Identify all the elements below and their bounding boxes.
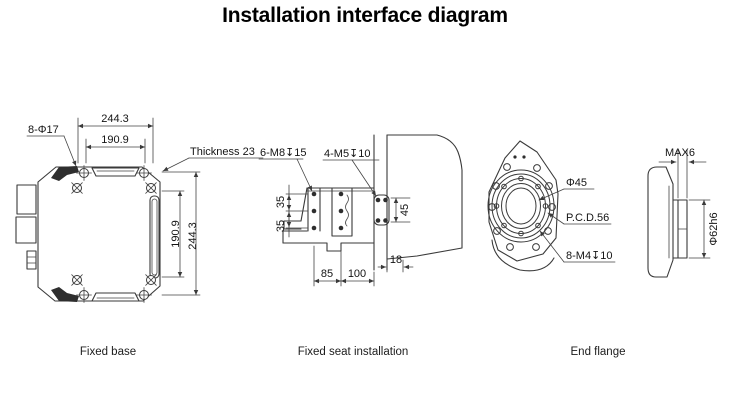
dim-right-outer: 244.3 <box>187 222 199 250</box>
pcd-holes <box>493 175 549 237</box>
dim-100: 100 <box>348 268 366 280</box>
label-6-m8: 6-M8↧15 <box>260 147 307 159</box>
end-flange-side-view: MAX6 Φ62h6 <box>647 147 720 278</box>
dim-35-upper: 35 <box>275 196 287 208</box>
label-4-m5: 4-M5↧10 <box>324 148 371 160</box>
label-8-m4: 8-M4↧10 <box>566 250 613 262</box>
dim-top-inner: 190.9 <box>101 134 129 146</box>
mounting-holes <box>71 165 157 303</box>
dim-18: 18 <box>390 254 402 266</box>
corner-tab-upper-left <box>51 166 79 181</box>
label-thickness: Thickness 23 <box>190 146 255 158</box>
caption-fixed-base: Fixed base <box>80 346 136 358</box>
label-pcd56: P.C.D.56 <box>566 212 609 224</box>
dim-top-outer: 244.3 <box>101 113 129 125</box>
dim-85: 85 <box>321 268 333 280</box>
dim-right-inner: 190.9 <box>170 220 182 248</box>
label-phi45: Φ45 <box>566 177 587 189</box>
caption-fixed-seat: Fixed seat installation <box>298 346 409 358</box>
corner-tab-lower-left <box>51 287 79 302</box>
dim-phi62h6: Φ62h6 <box>708 212 720 245</box>
dim-35-lower: 35 <box>275 220 287 232</box>
page-title: Installation interface diagram <box>222 4 508 27</box>
dim-max6: MAX6 <box>665 147 695 159</box>
label-8-phi17: 8-Φ17 <box>28 124 59 136</box>
dim-45: 45 <box>399 204 411 216</box>
fixed-base-view: 244.3 190.9 8-Φ17 Thickness 23 190.9 244… <box>15 113 264 358</box>
end-flange-front-view: Φ45 P.C.D.56 8-M4↧10 End flange <box>487 140 626 358</box>
caption-end-flange: End flange <box>571 346 626 358</box>
fixed-seat-view: 6-M8↧15 4-M5↧10 35 35 85 100 18 <box>258 134 463 358</box>
